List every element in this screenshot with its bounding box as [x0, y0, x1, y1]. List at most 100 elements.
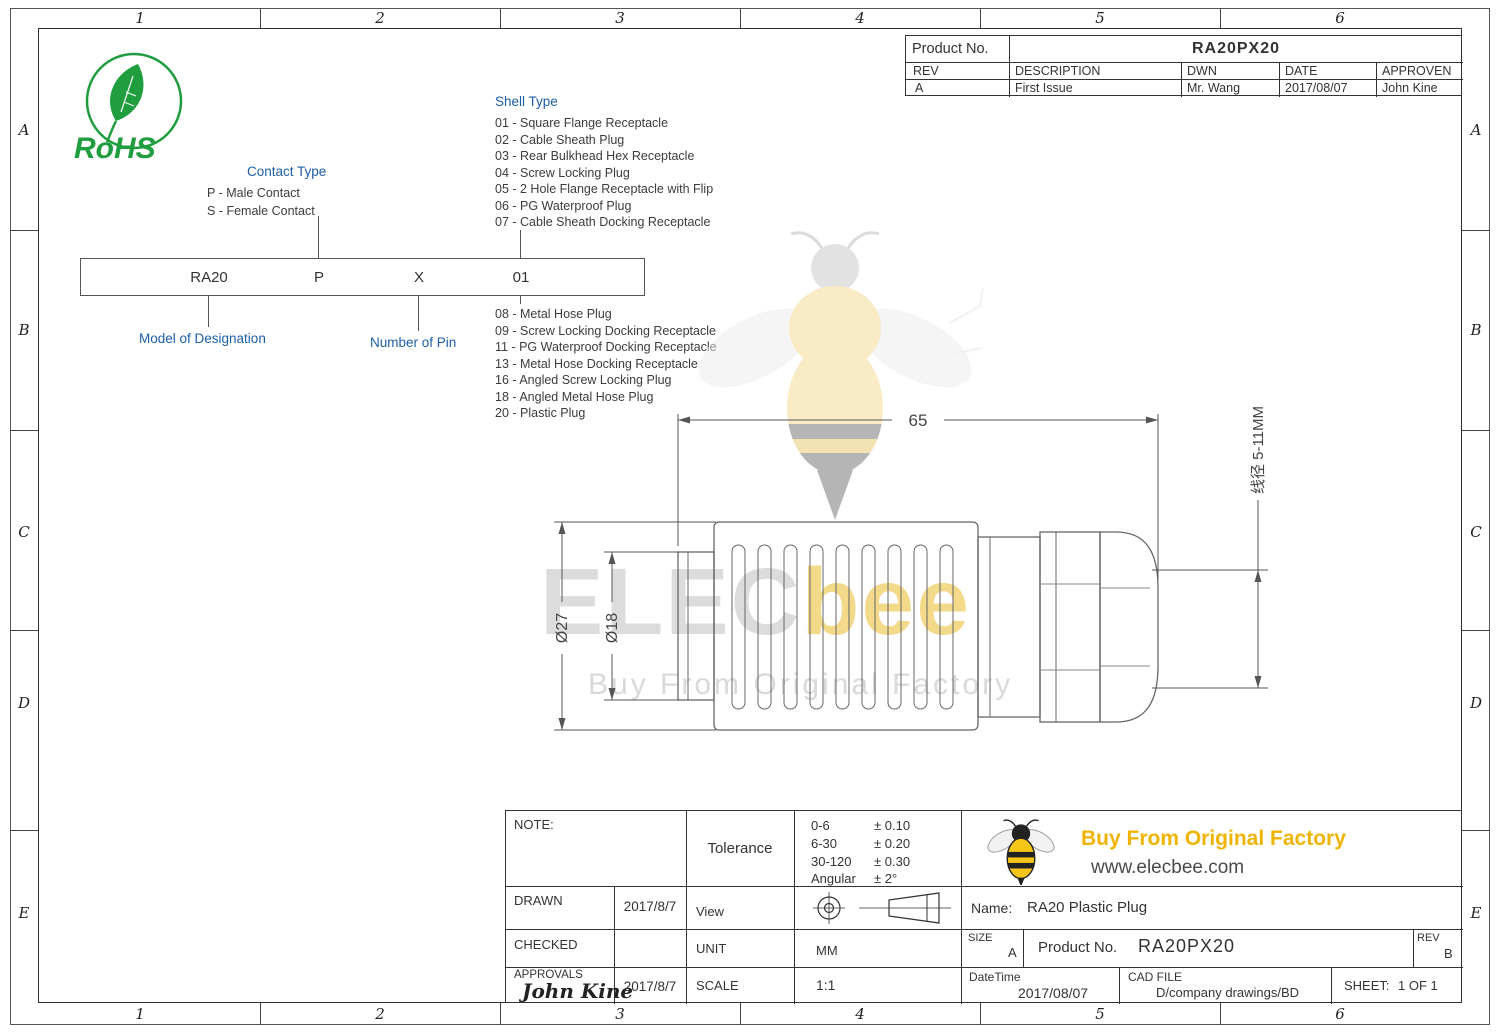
zone-label-right: A	[1470, 121, 1482, 139]
zone-label-bottom: 5	[1095, 1005, 1105, 1023]
dim-inner-dia-label: Ø18	[604, 613, 621, 643]
zone-label-top: 1	[135, 9, 145, 27]
contact-type-list: P - Male Contact S - Female Contact	[207, 184, 315, 220]
watermark-elec: ELEC	[540, 549, 802, 655]
zone-label-left: B	[18, 321, 30, 339]
title-block: NOTE: DRAWN 2017/8/7 CHECKED APPROVALS J…	[505, 810, 1463, 1004]
zone-tick	[1462, 230, 1490, 231]
zone-label-right: C	[1470, 523, 1482, 541]
tolerance-value: ± 0.10	[874, 818, 911, 833]
drawn-date: 2017/8/7	[623, 899, 677, 914]
contact-type-item: P - Male Contact	[207, 186, 300, 200]
rev-header: APPROVEN	[1382, 64, 1452, 78]
model-designation-label: Model of Designation	[139, 331, 266, 346]
leader-line	[208, 296, 209, 327]
shell-type-item: 04 - Screw Locking Plug	[495, 165, 630, 180]
part-code-segment: X	[413, 269, 425, 286]
contact-type-title: Contact Type	[247, 164, 327, 179]
zone-tick	[740, 1003, 741, 1025]
zone-tick	[980, 1003, 981, 1025]
zone-label-right: B	[1470, 321, 1482, 339]
zone-label-top: 4	[855, 9, 865, 27]
rev-header: DWN	[1187, 64, 1217, 78]
zone-tick	[740, 8, 741, 28]
zone-label-top: 6	[1335, 9, 1345, 27]
datetime-label: DateTime	[969, 970, 1021, 984]
rev-value: B	[1444, 946, 1453, 961]
view-label: View	[696, 904, 724, 919]
zone-tick	[500, 8, 501, 28]
rev-cell: Mr. Wang	[1187, 81, 1241, 95]
zone-tick	[260, 1003, 261, 1025]
tolerance-label: Tolerance	[707, 840, 773, 857]
approvals-date: 2017/8/7	[623, 979, 677, 994]
tolerance-range: Angular	[811, 871, 856, 886]
zone-label-bottom: 2	[375, 1005, 385, 1023]
rev-cell: A	[915, 81, 924, 95]
drawn-label: DRAWN	[514, 893, 563, 908]
size-value: A	[1008, 945, 1017, 960]
part-code-segment: RA20	[190, 269, 228, 286]
tolerance-label-cell: Tolerance	[686, 811, 794, 886]
name-value: RA20 Plastic Plug	[1027, 899, 1148, 916]
zone-tick	[1220, 1003, 1221, 1025]
shell-type-item: 02 - Cable Sheath Plug	[495, 132, 625, 147]
zone-tick	[1462, 430, 1490, 431]
border-outer	[10, 8, 1490, 1025]
rev-header: REV	[913, 64, 939, 78]
wire-dia-label: 线径 5-11MM	[1250, 406, 1267, 494]
shell-type-item: 06 - PG Waterproof Plug	[495, 198, 632, 213]
sheet-value: 1 OF 1	[1398, 978, 1438, 993]
watermark-bee: bee	[801, 549, 972, 655]
number-of-pin-label: Number of Pin	[370, 335, 457, 350]
zone-label-top: 3	[615, 9, 625, 27]
approvals-label: APPROVALS	[514, 969, 583, 981]
checked-label: CHECKED	[514, 937, 578, 952]
cad-file-label: CAD FILE	[1128, 970, 1183, 984]
shell-type-list-upper: 01 - Square Flange Receptacle 02 - Cable…	[495, 115, 713, 231]
zone-tick	[10, 630, 38, 631]
tolerance-value: ± 0.20	[874, 836, 911, 851]
shell-type-item: 01 - Square Flange Receptacle	[495, 116, 669, 130]
zone-label-right: E	[1470, 904, 1482, 922]
shell-type-item: 05 - 2 Hole Flange Receptacle with Flip	[495, 182, 714, 196]
unit-value: MM	[816, 943, 838, 958]
unit-label: UNIT	[696, 941, 727, 956]
shell-type-title: Shell Type	[495, 94, 558, 109]
watermark-bee-icon	[698, 231, 984, 520]
leader-line	[318, 216, 319, 258]
rev-cell: John Kine	[1382, 81, 1438, 95]
product-no-value: RA20PX20	[1191, 40, 1281, 57]
zone-label-bottom: 1	[135, 1005, 145, 1023]
cad-file-value: D/company drawings/BD	[1156, 985, 1300, 1000]
shell-type-item: 18 - Angled Metal Hose Plug	[495, 389, 654, 404]
dim-length-label: 65	[909, 411, 928, 430]
zone-tick	[1462, 830, 1490, 831]
dim-outer-dia-label: Ø27	[554, 613, 571, 643]
zone-tick	[1220, 8, 1221, 28]
shell-type-item: 09 - Screw Locking Docking Receptacle	[495, 323, 716, 338]
tolerance-range: 0-6	[811, 818, 830, 833]
part-code-segment: P	[313, 269, 325, 286]
product-no-label: Product No.	[912, 41, 989, 57]
size-label: SIZE	[968, 932, 993, 944]
tolerance-range: 30-120	[811, 854, 852, 869]
zone-label-top: 5	[1095, 9, 1105, 27]
zone-label-left: A	[18, 121, 30, 139]
zone-tick	[10, 230, 38, 231]
leader-line	[520, 230, 521, 258]
tolerance-range: 6-30	[811, 836, 838, 851]
rev-cell: First Issue	[1015, 81, 1073, 95]
zone-label-left: D	[17, 694, 31, 712]
zone-label-bottom: 4	[855, 1005, 865, 1023]
rev-table: Product No. RA20PX20 REV DESCRIPTION DWN…	[905, 35, 1463, 97]
shell-type-item: 16 - Angled Screw Locking Plug	[495, 373, 672, 387]
brand-bee-icon	[987, 819, 1055, 885]
contact-type-item: S - Female Contact	[207, 204, 315, 218]
rev-header: DATE	[1285, 64, 1318, 78]
shell-type-item: 13 - Metal Hose Docking Receptacle	[495, 356, 698, 371]
name-label: Name:	[971, 900, 1013, 916]
zone-tick	[10, 430, 38, 431]
zone-tick	[10, 830, 38, 831]
